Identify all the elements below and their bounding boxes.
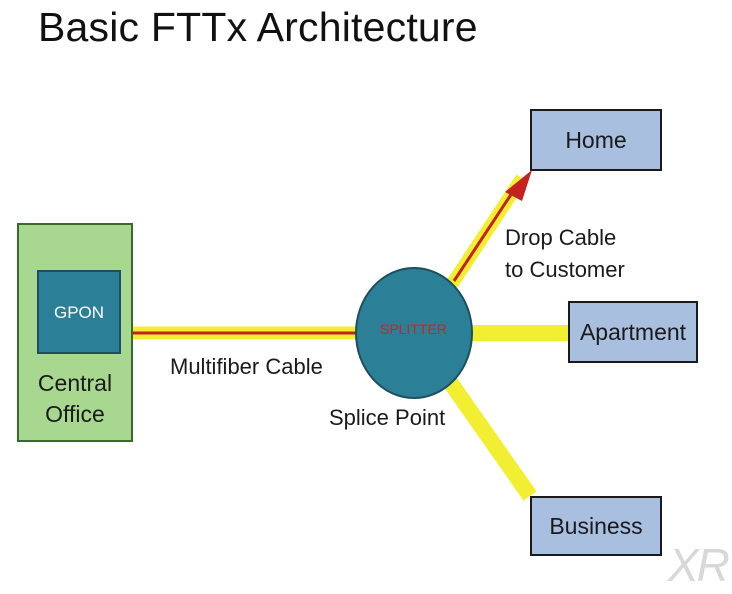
central-office-label: Central Office	[22, 368, 128, 430]
splice-point-label: Splice Point	[329, 405, 446, 430]
drop-cable-label: Drop Cable to Customer	[505, 222, 625, 286]
central-office-label-line2: Office	[45, 401, 105, 427]
watermark-logo: XR	[668, 539, 730, 591]
central-office-label-line1: Central	[37, 370, 113, 396]
splitter-circle	[355, 267, 473, 399]
gpon-box: GPON	[37, 270, 121, 354]
drop-cable-label-line2: to Customer	[505, 257, 625, 282]
apartment-box: Apartment	[568, 301, 698, 363]
diagram-title: Basic FTTx Architecture	[38, 4, 478, 50]
drop-signal-line	[452, 189, 516, 282]
home-box: Home	[530, 109, 662, 171]
splitter-label: SPLITTER	[380, 321, 447, 337]
business-box: Business	[530, 496, 662, 556]
arrowhead-icon	[505, 170, 532, 201]
drop-cable-label-line1: Drop Cable	[505, 225, 617, 250]
multifiber-cable-label: Multifiber Cable	[170, 354, 323, 379]
cable-business	[443, 377, 537, 501]
